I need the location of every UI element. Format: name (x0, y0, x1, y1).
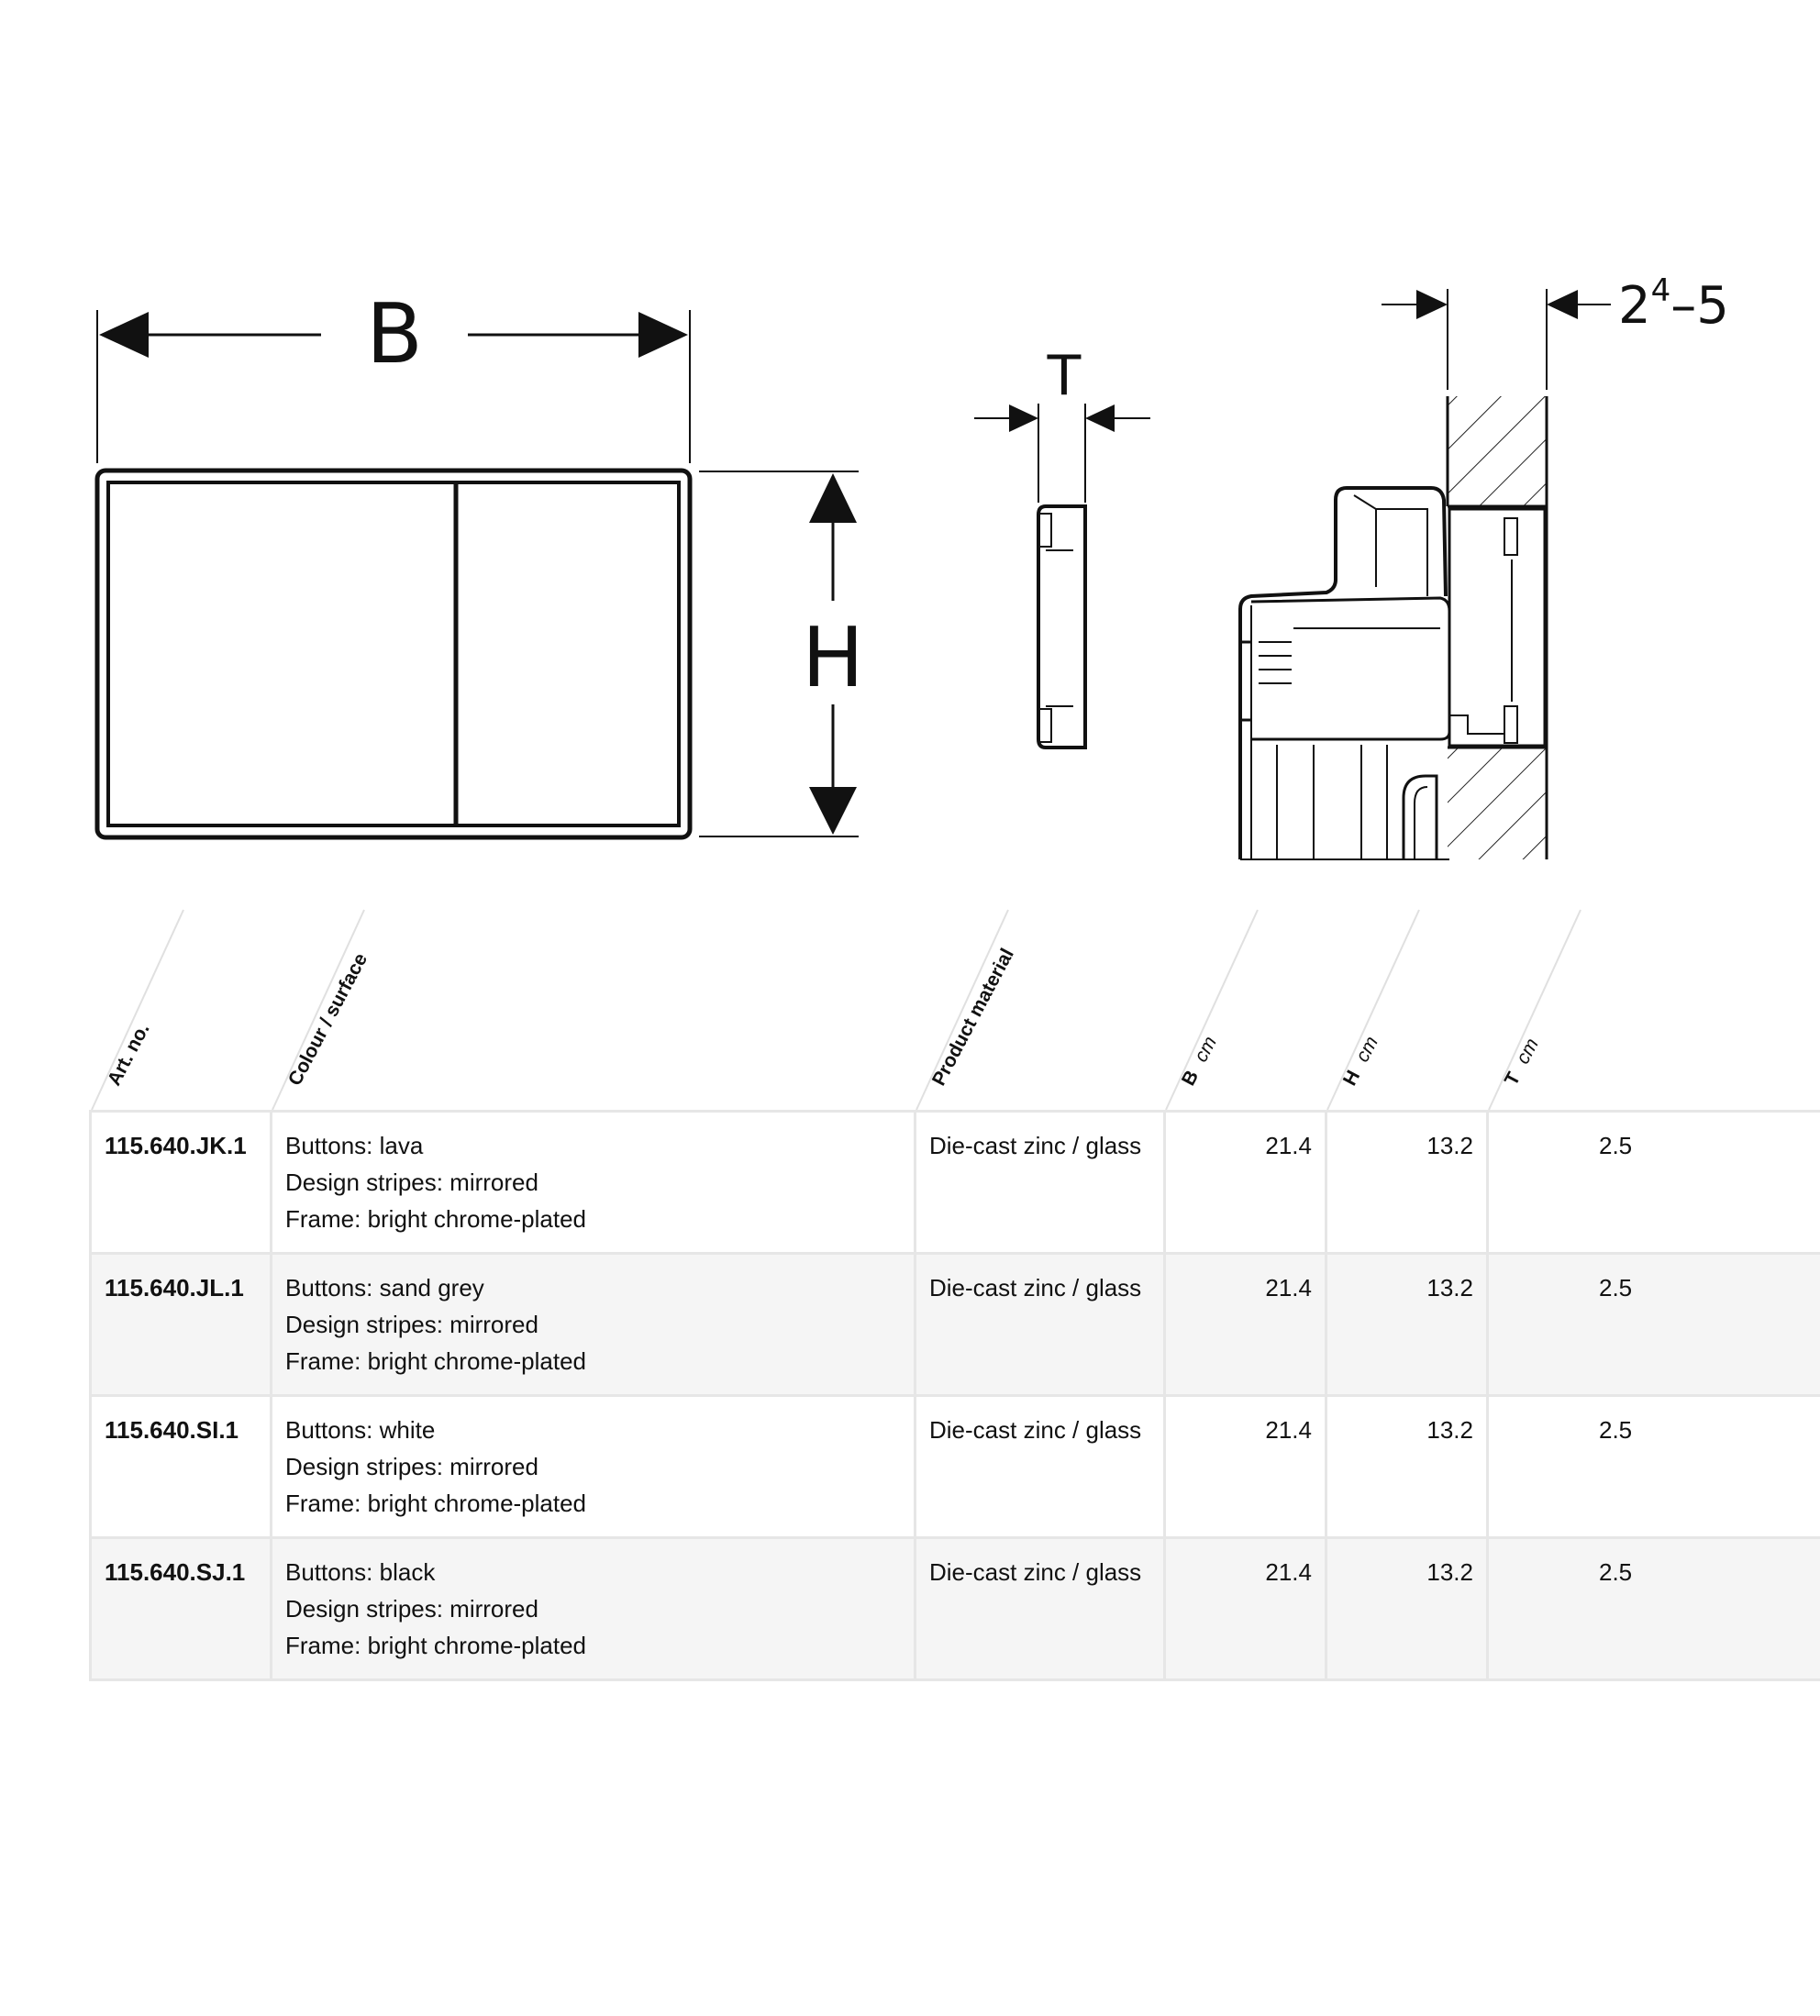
product-spec-table: 115.640.JK.1 Buttons: lava Design stripe… (89, 1110, 1820, 1681)
colour-line: Design stripes: mirrored (285, 1595, 538, 1623)
colour-cell: Buttons: black Design stripes: mirrored … (270, 1536, 916, 1681)
table-header-row: Art. no. Colour / surface Product materi… (0, 908, 1820, 1112)
arrow-left-icon (1547, 290, 1578, 319)
technical-drawing: B H T (94, 272, 1729, 860)
dim-label-b: B (366, 286, 423, 382)
plate-profile (1037, 504, 1087, 749)
b-cell: 21.4 (1163, 1536, 1327, 1681)
dimension-h: H (699, 471, 864, 837)
dimension-b: B (96, 286, 691, 463)
colour-cell: Buttons: sand grey Design stripes: mirro… (270, 1252, 916, 1397)
arrow-right-icon (638, 312, 688, 358)
art-no-cell: 115.640.JL.1 (89, 1252, 272, 1397)
installation-section: 24–5 (1238, 272, 1729, 860)
colour-line: Buttons: lava (285, 1132, 424, 1159)
plate-outer-frame (94, 468, 693, 840)
arrow-up-icon (809, 473, 857, 523)
plate-inner-frame (106, 481, 681, 827)
colour-line: Frame: bright chrome-plated (285, 1205, 587, 1233)
material-cell: Die-cast zinc / glass (914, 1536, 1166, 1681)
arrow-left-icon (99, 312, 149, 358)
wall-section (1448, 396, 1547, 506)
colour-line: Buttons: sand grey (285, 1274, 484, 1302)
colour-line: Buttons: white (285, 1416, 436, 1444)
b-cell: 21.4 (1163, 1252, 1327, 1397)
dim-label-t: T (1047, 344, 1082, 408)
colour-line: Frame: bright chrome-plated (285, 1632, 587, 1659)
dim-label-h: H (802, 610, 864, 706)
h-cell: 13.2 (1325, 1394, 1489, 1539)
arrow-down-icon (809, 787, 857, 835)
arrow-right-icon (1416, 290, 1448, 319)
cistern-body (1238, 486, 1348, 859)
art-no-cell: 115.640.SI.1 (89, 1394, 272, 1539)
t-cell: 2.5 (1486, 1110, 1820, 1255)
colour-line: Design stripes: mirrored (285, 1311, 538, 1338)
colour-line: Design stripes: mirrored (285, 1169, 538, 1196)
material-cell: Die-cast zinc / glass (914, 1252, 1166, 1397)
t-cell: 2.5 (1486, 1252, 1820, 1397)
art-no-cell: 115.640.JK.1 (89, 1110, 272, 1255)
table-row: 115.640.JK.1 Buttons: lava Design stripe… (89, 1110, 1820, 1255)
table-row: 115.640.JL.1 Buttons: sand grey Design s… (89, 1252, 1820, 1397)
table-row: 115.640.SJ.1 Buttons: black Design strip… (89, 1536, 1820, 1681)
arrow-left-icon (1085, 404, 1115, 432)
header-diagonals (91, 909, 1581, 1111)
h-cell: 13.2 (1325, 1110, 1489, 1255)
colour-line: Frame: bright chrome-plated (285, 1347, 587, 1375)
colour-cell: Buttons: white Design stripes: mirrored … (270, 1394, 916, 1539)
h-cell: 13.2 (1325, 1536, 1489, 1681)
material-cell: Die-cast zinc / glass (914, 1394, 1166, 1539)
side-view: T (974, 344, 1150, 749)
colour-line: Design stripes: mirrored (285, 1453, 538, 1480)
dim-label-wall-gap: 24–5 (1618, 272, 1729, 336)
art-no-cell: 115.640.SJ.1 (89, 1536, 272, 1681)
table-row: 115.640.SI.1 Buttons: white Design strip… (89, 1394, 1820, 1539)
colour-line: Buttons: black (285, 1558, 436, 1586)
t-cell: 2.5 (1486, 1394, 1820, 1539)
colour-cell: Buttons: lava Design stripes: mirrored F… (270, 1110, 916, 1255)
material-cell: Die-cast zinc / glass (914, 1110, 1166, 1255)
front-view (94, 468, 693, 840)
t-cell: 2.5 (1486, 1536, 1820, 1681)
b-cell: 21.4 (1163, 1110, 1327, 1255)
h-cell: 13.2 (1325, 1252, 1489, 1397)
b-cell: 21.4 (1163, 1394, 1327, 1539)
colour-line: Frame: bright chrome-plated (285, 1490, 587, 1517)
arrow-right-icon (1009, 404, 1038, 432)
mounting-frame (1448, 507, 1547, 748)
